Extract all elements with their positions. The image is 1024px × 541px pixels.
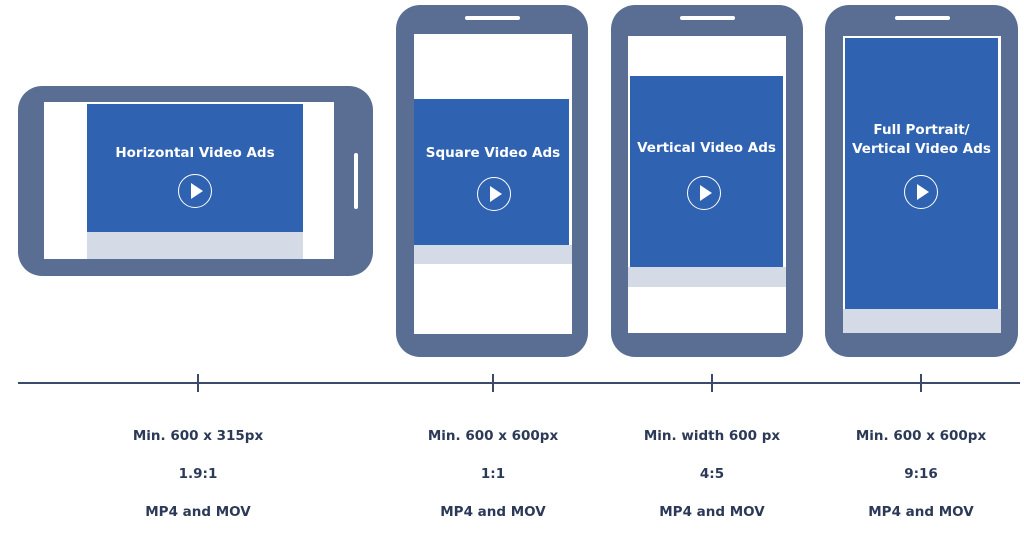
horizontal-video-area [87,104,303,232]
timeline-axis [18,382,1020,384]
horizontal-spec-size: Min. 600 x 315px [132,428,264,444]
timeline-tick-horizontal [197,374,199,392]
vertical-spec-ratio: 4:5 [699,466,725,482]
timeline-tick-vertical [711,374,713,392]
square-spec: Min. 600 x 600px 1:1 MP4 and MOV [403,408,583,541]
square-spec-ratio: 1:1 [480,466,506,482]
horizontal-video-strip [87,232,303,259]
full-portrait-spec-formats: MP4 and MOV [868,504,974,520]
full-portrait-video-area [845,38,998,309]
square-video-strip [414,245,572,264]
play-button-icon [687,176,721,210]
square-video-title: Square Video Ads [425,145,561,161]
full-portrait-video-strip [843,309,1001,333]
horizontal-spec-ratio: 1.9:1 [178,466,218,482]
horizontal-spec: Min. 600 x 315px 1.9:1 MP4 and MOV [108,408,288,541]
horizontal-video-title: Horizontal Video Ads [115,145,275,161]
square-phone-speaker [465,16,520,20]
full-portrait-spec-ratio: 9:16 [904,466,938,482]
vertical-spec-formats: MP4 and MOV [659,504,765,520]
horizontal-phone-speaker [354,153,358,209]
play-button-icon [904,175,938,209]
square-video-area [414,99,569,245]
vertical-spec: Min. width 600 px 4:5 MP4 and MOV [622,408,802,541]
vertical-phone-speaker [680,16,735,20]
vertical-video-strip [628,267,786,287]
play-button-icon [178,174,212,208]
full-portrait-spec: Min. 600 x 600px 9:16 MP4 and MOV [831,408,1011,541]
full-portrait-spec-size: Min. 600 x 600px [855,428,987,444]
vertical-video-area [630,76,783,267]
square-spec-size: Min. 600 x 600px [427,428,559,444]
horizontal-spec-formats: MP4 and MOV [145,504,251,520]
square-spec-formats: MP4 and MOV [440,504,546,520]
full-portrait-phone-speaker [895,16,950,20]
timeline-tick-full-portrait [920,374,922,392]
timeline-tick-square [492,374,494,392]
vertical-video-title: Vertical Video Ads [637,140,776,156]
vertical-spec-size: Min. width 600 px [643,428,781,444]
play-button-icon [477,177,511,211]
full-portrait-video-title: Full Portrait/ Vertical Video Ads [852,122,991,157]
